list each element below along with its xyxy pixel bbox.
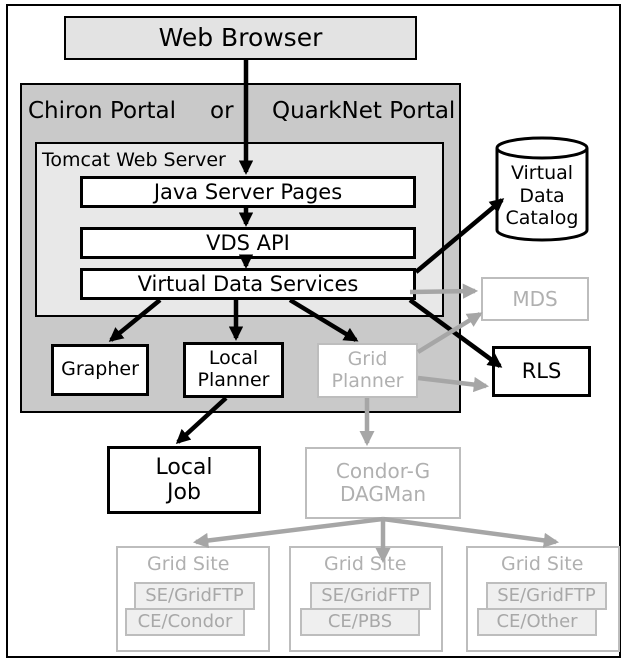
arrow-vds-to-mds	[409, 283, 479, 299]
grapher-box: Grapher	[51, 344, 149, 396]
local-planner-line1: Local	[208, 347, 259, 370]
local-job-box: Local Job	[107, 446, 261, 514]
mds-label: MDS	[512, 286, 558, 311]
vdc-text: Virtual Data Catalog	[497, 156, 587, 236]
grid-site-3-se-label: SE/GridFTP	[497, 584, 596, 606]
arrow-local-planner-to-local-job	[175, 396, 228, 444]
grid-site-1-ce-box: CE/Condor	[125, 608, 245, 636]
arrow-condor-to-site-3	[382, 516, 560, 548]
vds-api-label: VDS API	[206, 230, 290, 255]
web-browser-box: Web Browser	[64, 16, 417, 60]
arrow-condor-to-site-1	[192, 516, 384, 549]
rls-label: RLS	[521, 359, 562, 384]
web-browser-label: Web Browser	[158, 22, 323, 52]
arrow-vds-to-vdc	[414, 198, 505, 274]
rls-box: RLS	[492, 346, 591, 397]
outer-frame	[6, 4, 621, 658]
grid-site-1-se-label: SE/GridFTP	[145, 584, 244, 606]
grid-planner-line1: Grid	[347, 347, 388, 370]
grid-site-1-title: Grid Site	[147, 553, 230, 575]
local-planner-line2: Planner	[197, 369, 270, 391]
or-label: or	[210, 98, 234, 124]
grid-site-3-se-box: SE/GridFTP	[486, 582, 607, 610]
vdc-line1: Virtual	[510, 161, 574, 184]
local-planner-box: Local Planner	[183, 342, 284, 398]
vdc-line3: Catalog	[505, 207, 579, 230]
arrow-grid-planner-to-mds	[416, 312, 483, 354]
grid-site-3-ce-label: CE/Other	[496, 610, 578, 632]
grid-site-3-ce-box: CE/Other	[477, 608, 597, 636]
grapher-label: Grapher	[61, 358, 139, 381]
tomcat-label: Tomcat Web Server	[42, 149, 226, 171]
grid-site-1-ce-label: CE/Condor	[137, 610, 233, 632]
chiron-portal-label: Chiron Portal	[28, 98, 177, 124]
virtual-data-services-box: Virtual Data Services	[80, 268, 416, 300]
arrow-grid-planner-to-rls	[417, 375, 490, 393]
vds-label: Virtual Data Services	[137, 271, 359, 296]
grid-site-3-title: Grid Site	[501, 553, 584, 575]
quarknet-portal-label: QuarkNet Portal	[272, 98, 456, 124]
java-server-pages-box: Java Server Pages	[80, 176, 416, 208]
jsp-label: Java Server Pages	[153, 179, 343, 204]
grid-site-2-ce-box: CE/PBS	[300, 608, 420, 636]
arrow-vds-to-grid-planner	[288, 298, 359, 342]
condor-g-dagman-box: Condor-G DAGMan	[305, 447, 461, 519]
vdc-line2: Data	[519, 184, 565, 207]
grid-site-2-ce-label: CE/PBS	[327, 610, 393, 632]
arrow-vds-to-rls	[408, 298, 503, 368]
virtual-data-catalog-cylinder	[495, 136, 589, 242]
local-job-line2: Job	[167, 480, 201, 505]
arrow-vds-to-grapher	[108, 298, 162, 342]
local-job-line1: Local	[155, 454, 213, 480]
grid-planner-box: Grid Planner	[317, 343, 418, 398]
condor-line1: Condor-G	[335, 459, 431, 483]
grid-planner-line2: Planner	[331, 369, 404, 392]
condor-line2: DAGMan	[339, 482, 427, 506]
grid-site-2-se-label: SE/GridFTP	[321, 584, 420, 606]
mds-box: MDS	[481, 277, 589, 321]
